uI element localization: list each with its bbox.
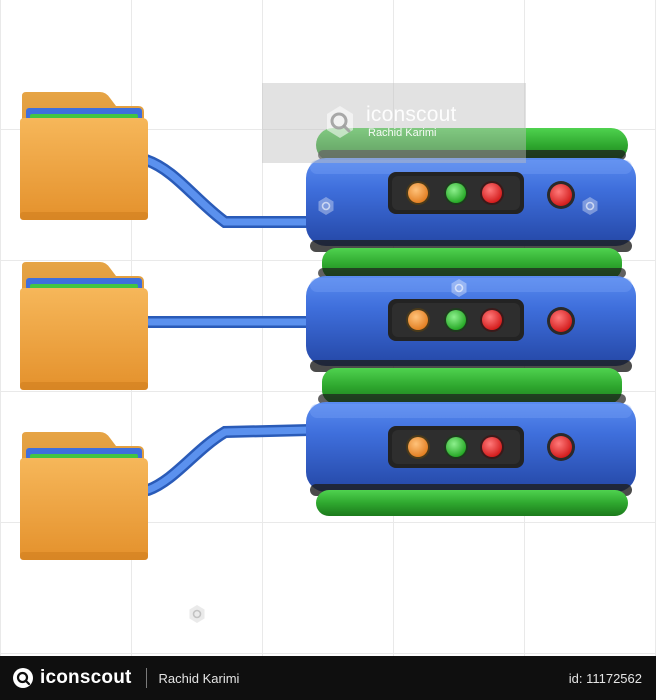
folder-icon-bottom — [20, 432, 148, 560]
footer-author: Rachid Karimi — [158, 670, 240, 686]
cable-bottom — [142, 424, 316, 496]
server-unit-1 — [306, 158, 636, 246]
watermark-mark-icon — [189, 605, 205, 623]
database-folders-illustration — [20, 92, 636, 560]
iconscout-logo-icon — [13, 668, 33, 688]
footer-asset-id: id: 11172562 — [568, 670, 642, 686]
watermark-mark-icon — [451, 279, 467, 297]
server-unit-3 — [306, 402, 636, 492]
watermark-panel — [262, 83, 526, 163]
folder-icon-middle — [20, 262, 148, 390]
footer-brand: iconscout — [40, 667, 132, 688]
watermark-author: Rachid Karimi — [368, 127, 437, 139]
cable-top — [140, 154, 316, 228]
watermark-mark-icon — [318, 197, 334, 215]
watermark-mark-icon — [582, 197, 598, 215]
iconscout-logo-icon — [327, 106, 353, 138]
footer-divider — [145, 668, 147, 688]
server-unit-2 — [306, 276, 636, 366]
folder-icon-top — [20, 92, 148, 220]
watermark-brand: iconscout — [366, 103, 457, 126]
image-canvas: iconscout Rachid Karimi — [0, 0, 656, 656]
database-server-stack — [306, 128, 636, 516]
attribution-footer: iconscout Rachid Karimi id: 11172562 — [0, 656, 656, 700]
